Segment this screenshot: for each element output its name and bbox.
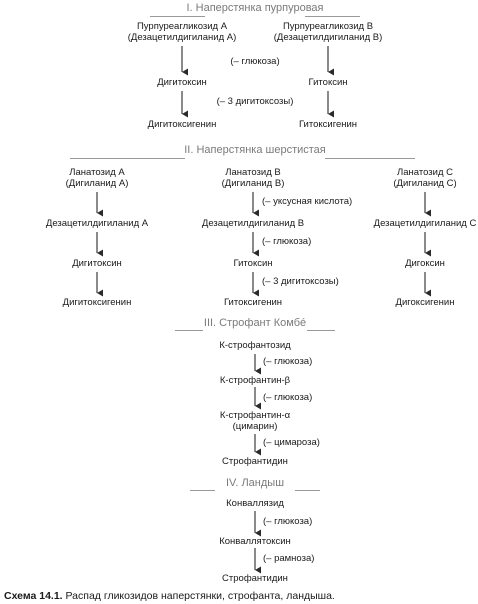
s4-node-1: Конваллязид: [226, 498, 284, 509]
s2-c-top-1: Ланатозид С: [397, 167, 453, 178]
s2-step-1-label: (– уксусная кислота): [262, 196, 353, 207]
s1-right-mid: Гитоксин: [308, 77, 348, 88]
s1-left-mid: Дигитоксин: [157, 77, 207, 88]
s2-a-top-2: (Дигиланид А): [65, 178, 129, 189]
s3-step-3-label: (– цимароза): [263, 437, 320, 448]
s1-right-top-1: Пурпуреагликозид В: [282, 21, 374, 32]
s2-step-2-label: (– глюкоза): [262, 236, 312, 247]
caption-label: Схема 14.1.: [4, 590, 63, 602]
s2-a-node-3: Дигитоксигенин: [62, 297, 132, 308]
s3-step-2-label: (– глюкоза): [263, 392, 313, 403]
s2-a-node-1: Дезацетилдигиланид А: [45, 218, 149, 229]
s1-step-1-label: (– глюкоза): [230, 56, 280, 67]
section-1-rule-right: [305, 16, 360, 17]
s2-c-node-2: Дигоксин: [405, 258, 445, 269]
s1-left-top-1: Пурпуреагликозид А: [136, 21, 228, 32]
s3-node-1: К-строфантозид: [219, 340, 291, 351]
s1-right-bottom: Гитоксигенин: [298, 119, 358, 130]
s2-b-node-2: Гитоксин: [233, 258, 273, 269]
s4-node-2: Конваллятоксин: [219, 536, 291, 547]
section-2-rule-left: [70, 158, 185, 159]
section-3-rule-left: [175, 330, 203, 331]
section-1-title: I. Наперстянка пурпуровая: [186, 2, 324, 14]
s3-node-4: Строфантидин: [222, 456, 288, 467]
section-3-rule-right: [307, 330, 335, 331]
s2-b-node-1: Дезацетилдигиланид В: [201, 218, 305, 229]
s2-b-top-2: (Дигиланид В): [221, 178, 285, 189]
s4-step-2-label: (– рамноза): [263, 553, 315, 564]
section-4-rule-right: [295, 490, 320, 491]
section-4-title: IV. Ландыш: [225, 477, 285, 489]
s4-node-3: Строфантидин: [222, 573, 288, 584]
s1-right-top-2: (Дезацетилдигиланид В): [273, 32, 383, 43]
s3-node-2: К-строфантин-β: [219, 375, 291, 386]
s2-step-3-label: (– 3 дигитоксозы): [262, 276, 339, 287]
s2-a-top-1: Ланатозид А: [69, 167, 125, 178]
section-1-rule-left: [150, 16, 205, 17]
s2-a-node-2: Дигитоксин: [72, 258, 122, 269]
s2-c-node-1: Дезацетилдигиланид С: [373, 218, 477, 229]
s2-b-top-1: Ланатозид В: [225, 167, 281, 178]
s3-node-3: К-строфантин-α: [219, 410, 291, 421]
s4-step-1-label: (– глюкоза): [263, 516, 313, 527]
s3-node-3-alias: (цимарин): [232, 421, 278, 432]
s1-left-top-2: (Дезацетилдигиланид А): [127, 32, 237, 43]
section-3-title: III. Строфант Комбé: [203, 317, 307, 329]
figure-caption: Схема 14.1. Распад гликозидов наперстянк…: [4, 590, 335, 602]
section-2-rule-right: [325, 158, 415, 159]
s2-c-node-3: Дигоксигенин: [395, 297, 455, 308]
s2-c-top-2: (Дигиланид С): [393, 178, 457, 189]
s2-b-node-3: Гитоксигенин: [223, 297, 283, 308]
s1-left-bottom: Дигитоксигенин: [147, 119, 217, 130]
caption-text: Распад гликозидов наперстянки, строфанта…: [62, 590, 335, 602]
s1-step-2-label: (– 3 дигитоксозы): [216, 96, 294, 107]
section-2-title: II. Наперстянка шерстистая: [184, 144, 326, 156]
section-4-rule-left: [190, 490, 215, 491]
s3-step-1-label: (– глюкоза): [263, 356, 313, 367]
